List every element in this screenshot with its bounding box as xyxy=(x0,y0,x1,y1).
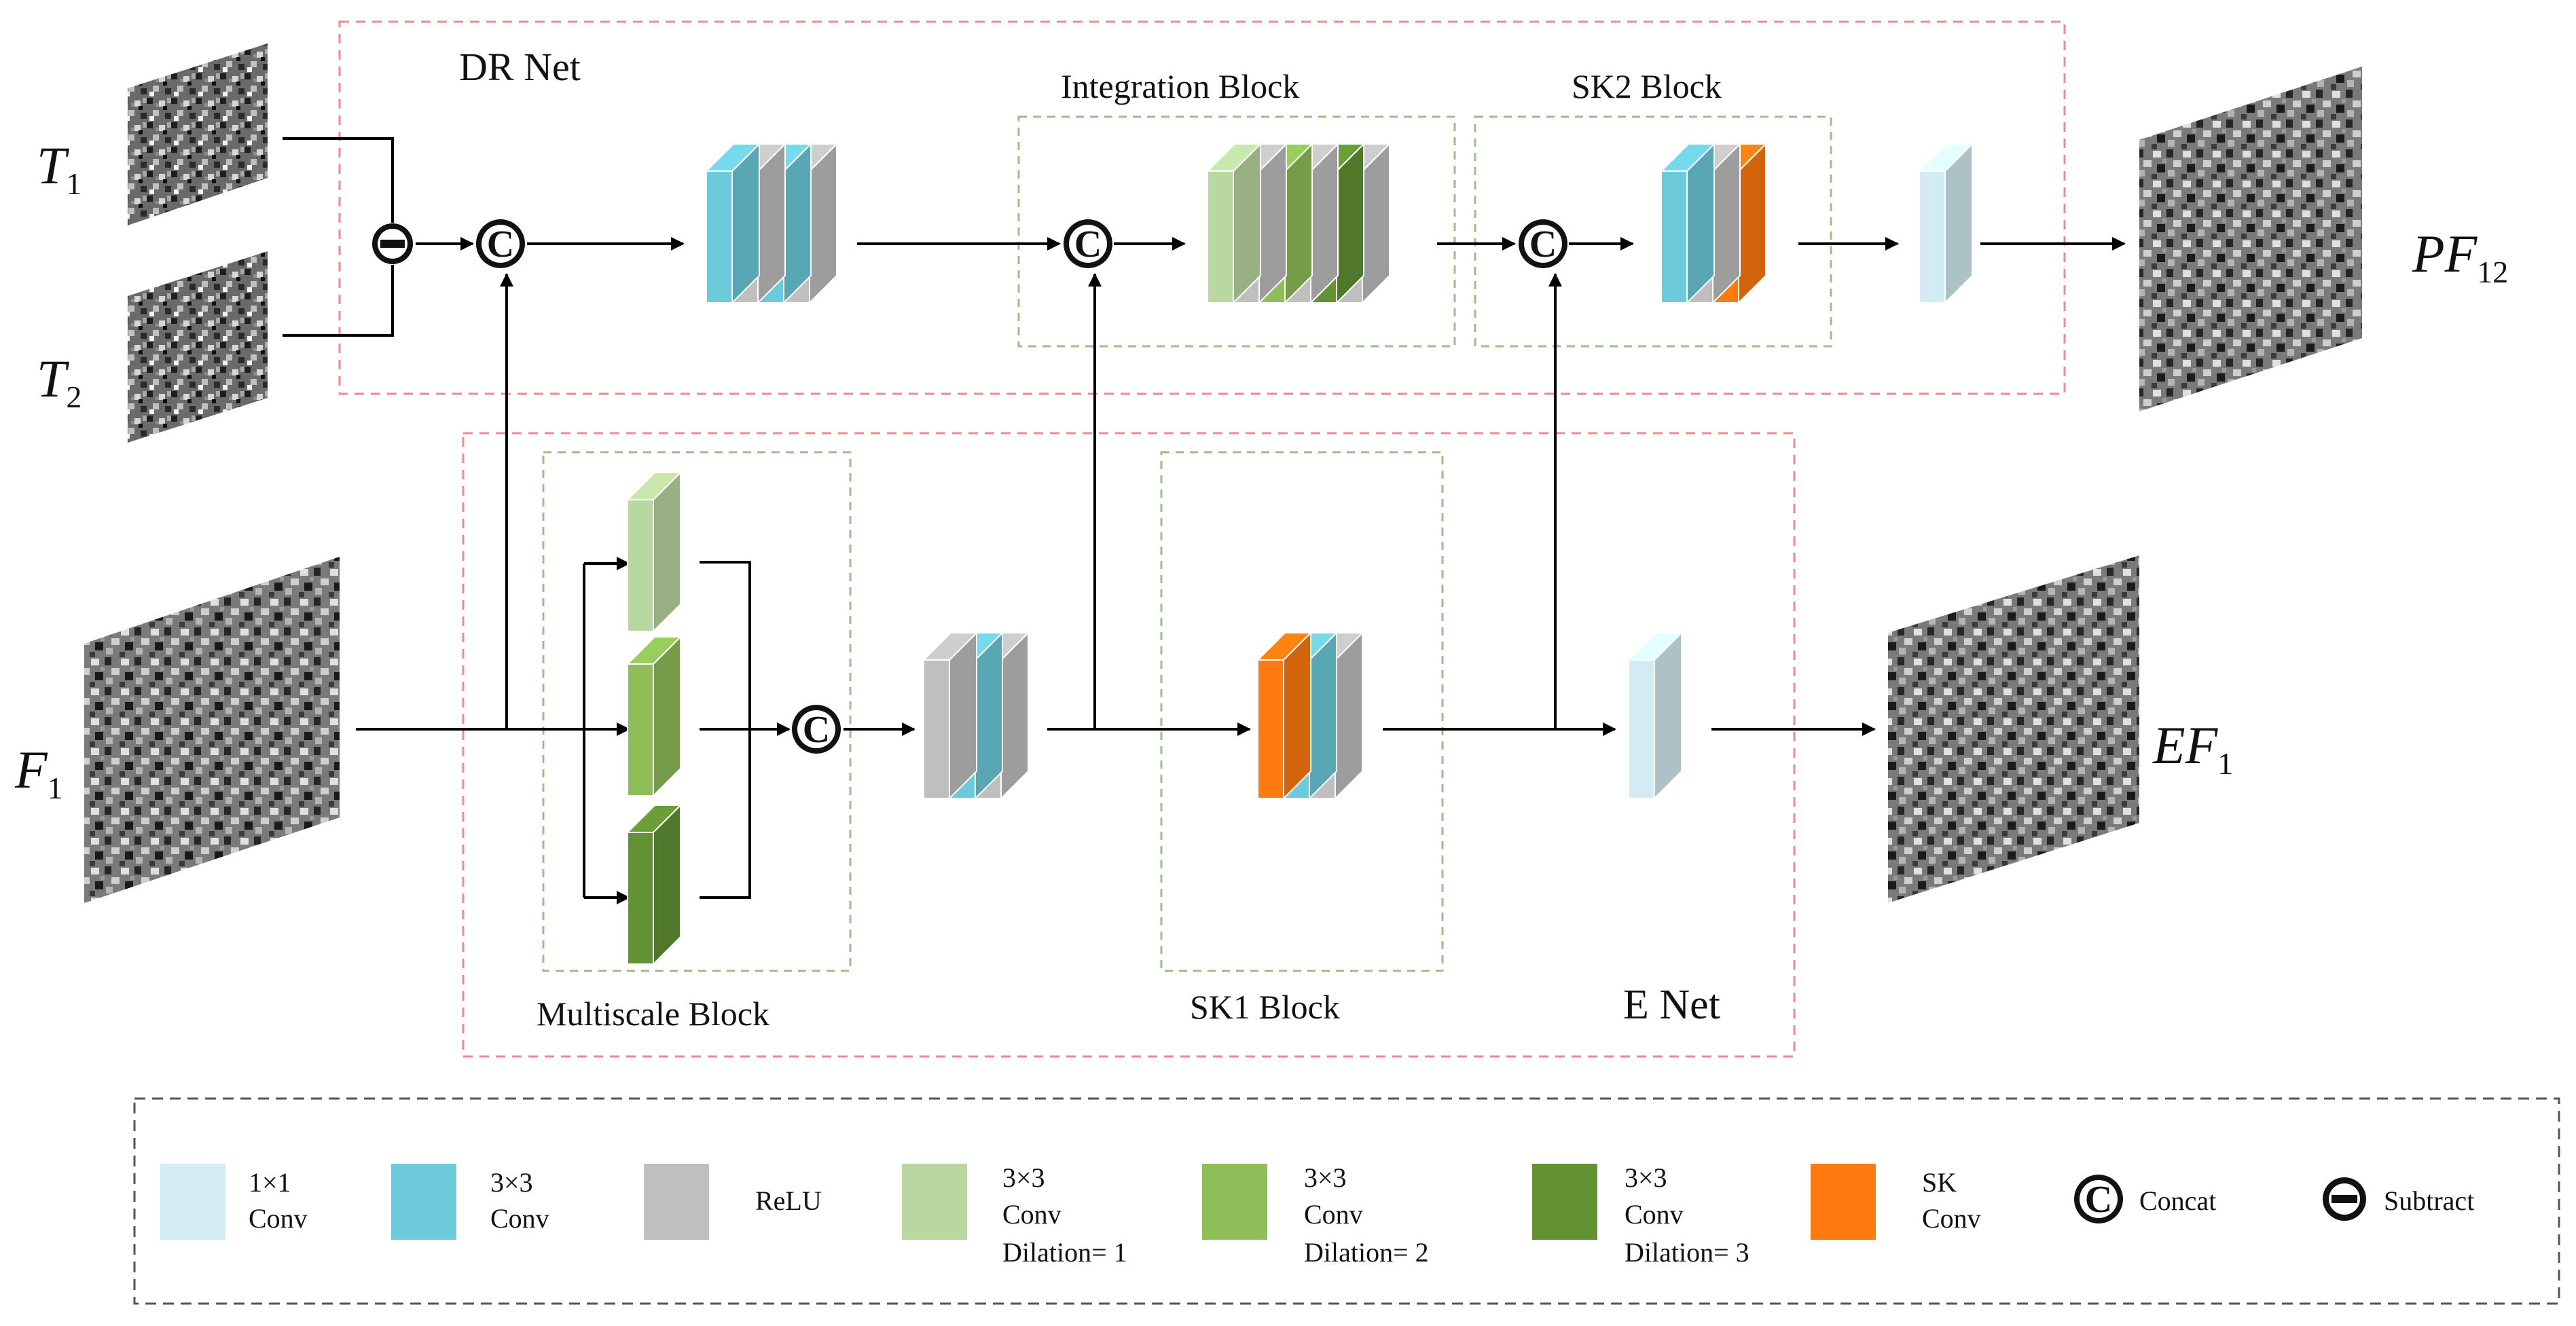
multiscale-dil2-layer-1 xyxy=(625,635,683,798)
legend-dil1-line2: Conv xyxy=(1002,1199,1062,1230)
legend-swatch-conv3x3 xyxy=(391,1164,456,1240)
legend-swatch-dil3 xyxy=(1532,1164,1597,1240)
legend-concat-icon: C xyxy=(2074,1175,2123,1223)
legend-swatch-relu xyxy=(644,1164,709,1240)
concat-operator-4: C xyxy=(792,705,841,754)
dr-net-box xyxy=(338,20,2066,395)
e-net-label: E Net xyxy=(1623,982,1720,1028)
legend-sk-line2: Conv xyxy=(1922,1203,1981,1234)
legend-dil2-line3: Dilation= 2 xyxy=(1304,1237,1429,1268)
t1-label: T1 xyxy=(37,136,81,201)
legend-dil2-line2: Conv xyxy=(1304,1199,1363,1230)
svg-text:C: C xyxy=(487,223,514,265)
legend-subtract-label: Subtract xyxy=(2384,1185,2474,1216)
legend-swatch-dil2 xyxy=(1202,1164,1267,1240)
f1-image xyxy=(84,557,340,903)
enet-block-1 xyxy=(922,631,1030,800)
dr-block-1-layer-1 xyxy=(704,142,761,305)
concat-operator-2: C xyxy=(1064,219,1112,268)
multiscale-dil2 xyxy=(625,635,683,798)
dr-net-label: DR Net xyxy=(459,45,581,89)
t1-wire xyxy=(283,137,394,223)
multiscale-block-label: Multiscale Block xyxy=(537,995,769,1033)
sk2-stack xyxy=(1659,142,1768,305)
legend-conv3x3-line2: Conv xyxy=(490,1203,549,1234)
legend: 1×1 Conv 3×3 Conv ReLU 3×3 Conv Dilation… xyxy=(160,1162,2474,1268)
legend-conv1x1-line2: Conv xyxy=(249,1203,308,1234)
multiscale-dil1 xyxy=(625,471,683,633)
legend-subtract-icon xyxy=(2323,1177,2366,1221)
layer-stacks xyxy=(625,142,1974,966)
integration-block-box xyxy=(1017,115,1456,348)
svg-text:C: C xyxy=(803,709,830,751)
legend-swatch-dil1 xyxy=(902,1164,967,1240)
sk1-stack xyxy=(1256,631,1364,800)
legend-dil2-line1: 3×3 xyxy=(1304,1162,1347,1193)
multiscale-dil3 xyxy=(625,803,683,966)
integration-stack xyxy=(1205,142,1392,305)
concat-operator-3: C xyxy=(1519,219,1567,268)
sk2-block-label: SK2 Block xyxy=(1572,67,1722,105)
legend-dil3-line2: Conv xyxy=(1625,1199,1684,1230)
multiscale-dil1-layer-1 xyxy=(625,471,683,633)
t2-wire xyxy=(283,265,394,337)
multiscale-dil3-layer-1 xyxy=(625,803,683,966)
sk1-block-box xyxy=(1160,451,1444,972)
legend-relu-line1: ReLU xyxy=(755,1185,822,1216)
dr-block-1 xyxy=(704,142,839,305)
pf12-image xyxy=(2139,67,2362,411)
t2-label: T2 xyxy=(37,349,81,414)
legend-dil3-line3: Dilation= 3 xyxy=(1625,1237,1749,1268)
subtract-operator xyxy=(372,223,413,264)
svg-text:C: C xyxy=(1529,223,1557,265)
svg-text:C: C xyxy=(1074,223,1102,265)
legend-dil1-line1: 3×3 xyxy=(1002,1162,1045,1193)
enet-out-1x1 xyxy=(1627,631,1684,800)
legend-conv3x3-line1: 3×3 xyxy=(490,1167,533,1198)
ef1-image xyxy=(1888,555,2139,903)
legend-sk-line1: SK xyxy=(1922,1167,1957,1198)
legend-box xyxy=(133,1097,2560,1305)
legend-swatch-conv1x1 xyxy=(160,1164,225,1240)
pf12-label: PF12 xyxy=(2412,224,2508,289)
t2-image xyxy=(128,251,268,443)
legend-conv1x1-line1: 1×1 xyxy=(249,1167,291,1198)
ef1-label: EF1 xyxy=(2152,716,2233,781)
sk1-stack-layer-1 xyxy=(1256,631,1313,800)
concat-operator-1: C xyxy=(476,219,525,268)
legend-dil3-line1: 3×3 xyxy=(1625,1162,1667,1193)
svg-text:C: C xyxy=(2085,1179,2112,1221)
dr-out-1x1-layer-1 xyxy=(1917,142,1974,305)
enet-out-1x1-layer-1 xyxy=(1627,631,1684,800)
t1-image xyxy=(128,43,268,225)
sk2-block-box xyxy=(1474,115,1832,348)
integration-stack-layer-1 xyxy=(1205,142,1263,305)
legend-dil1-line3: Dilation= 1 xyxy=(1002,1237,1127,1268)
enet-block-1-layer-1 xyxy=(922,631,979,800)
f1-label: F1 xyxy=(14,740,63,805)
dr-out-1x1 xyxy=(1917,142,1974,305)
sk1-block-label: SK1 Block xyxy=(1190,988,1340,1026)
integration-block-label: Integration Block xyxy=(1061,67,1299,105)
legend-swatch-sk xyxy=(1811,1164,1876,1240)
legend-concat-label: Concat xyxy=(2139,1185,2216,1216)
sk2-stack-layer-1 xyxy=(1659,142,1716,305)
